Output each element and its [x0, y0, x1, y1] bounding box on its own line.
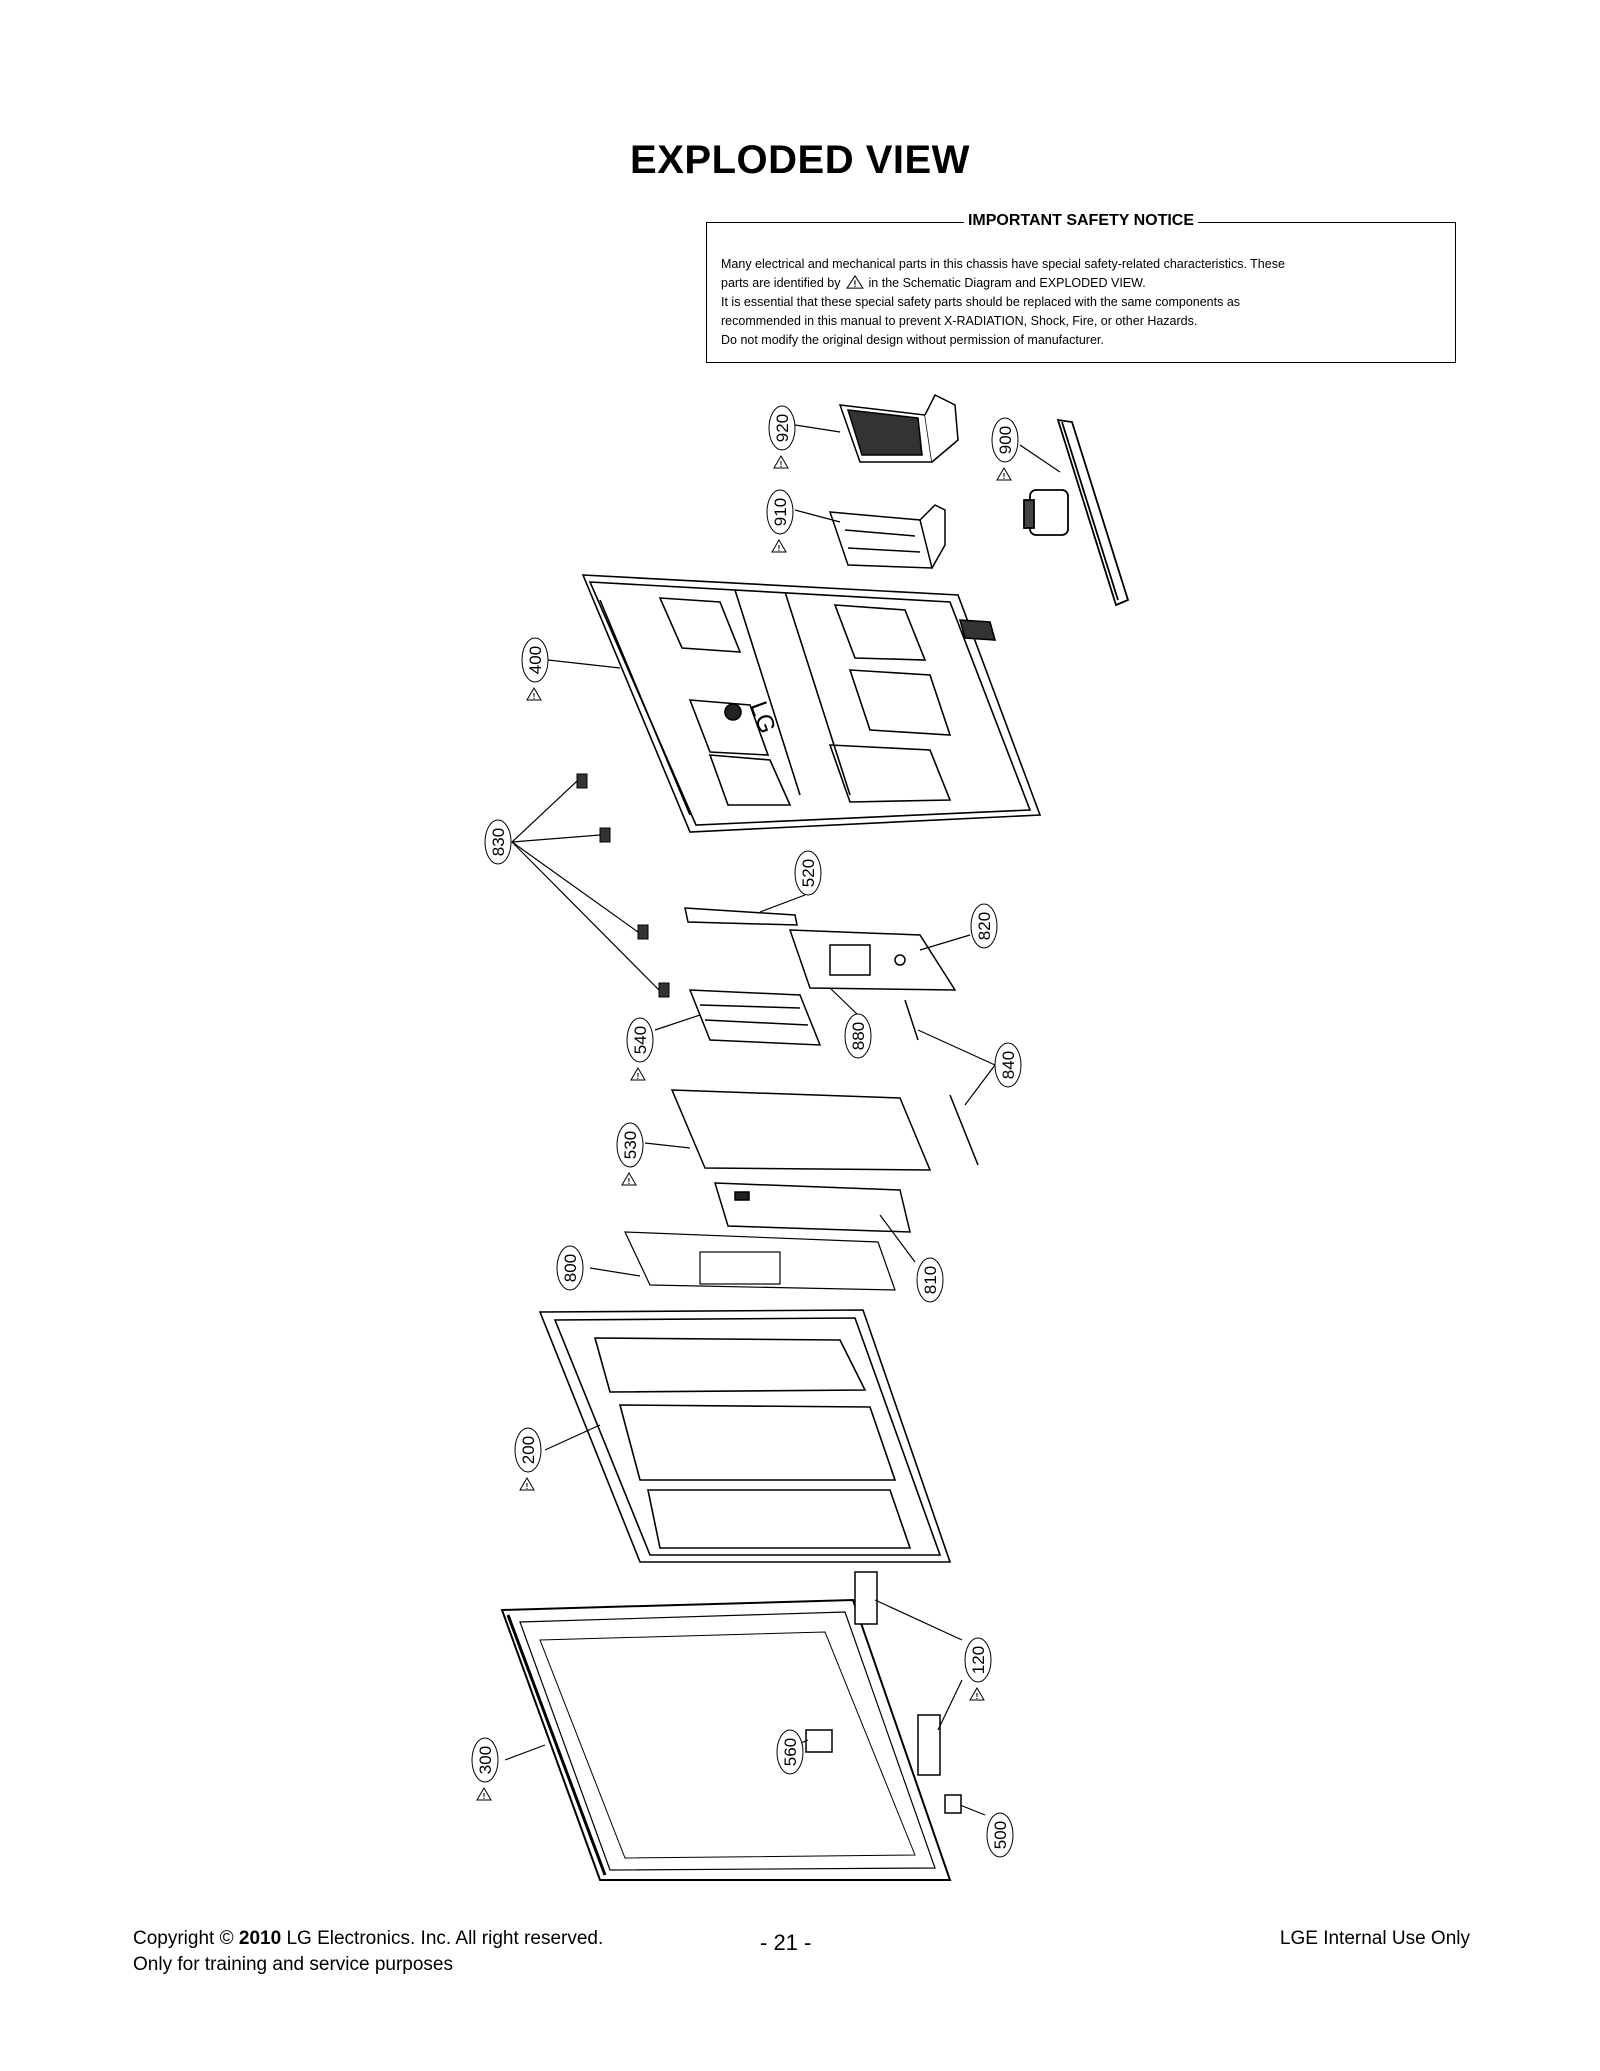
notice-line-5: Do not modify the original design withou… — [721, 333, 1104, 347]
callout-810: 810 — [916, 1257, 944, 1303]
front-panel-part — [500, 1598, 952, 1881]
callout-910: 910 — [766, 489, 794, 553]
callout-560-label: 560 — [781, 1738, 800, 1766]
stand-body-part — [828, 504, 946, 569]
footer-copyright: Copyright © 2010 LG Electronics. Inc. Al… — [133, 1928, 604, 1949]
footer-training-note: Only for training and service purposes — [133, 1954, 453, 1975]
safety-notice-box: IMPORTANT SAFETY NOTICE Many electrical … — [706, 212, 1456, 363]
callout-400-label: 400 — [526, 646, 545, 674]
footer-page-number: - 21 - — [760, 1930, 812, 1955]
callout-910-label: 910 — [771, 498, 790, 526]
sheet-800-part — [624, 1231, 896, 1291]
callout-400: 400 — [521, 637, 549, 701]
callout-830: 830 — [484, 819, 512, 865]
stand-base-part — [1023, 418, 1130, 607]
leader-lines — [504, 424, 1061, 1816]
callout-300-label: 300 — [476, 1746, 495, 1774]
callout-900-label: 900 — [996, 426, 1015, 454]
callout-200-label: 200 — [519, 1436, 538, 1464]
callout-120-label: 120 — [969, 1646, 988, 1674]
callout-920-label: 920 — [773, 414, 792, 442]
callout-530: 530 — [616, 1122, 644, 1186]
rear-frame-part — [538, 1309, 952, 1563]
side-bracket-840-parts — [904, 999, 979, 1166]
callout-520: 520 — [794, 850, 822, 896]
callout-810-label: 810 — [921, 1266, 940, 1294]
notice-line-2: parts are identified by!in the Schematic… — [721, 275, 1146, 290]
svg-text:!: ! — [853, 279, 856, 289]
footer-internal-use: LGE Internal Use Only — [1279, 1928, 1470, 1949]
small-parts-120-560-500 — [805, 1571, 962, 1814]
callout-300: 300 — [471, 1737, 499, 1801]
bracket-830-parts — [576, 773, 670, 998]
notice-line-1: Many electrical and mechanical parts in … — [721, 257, 1285, 271]
callout-530-label: 530 — [621, 1131, 640, 1159]
callout-920: 920 — [768, 405, 796, 469]
stand-cover-part — [838, 393, 959, 463]
copyright-year: 2010 — [238, 1928, 282, 1949]
callout-520-label: 520 — [799, 859, 818, 887]
pcb-bracket-part — [684, 907, 798, 926]
callout-900: 900 — [991, 417, 1019, 481]
callout-500: 500 — [986, 1812, 1014, 1858]
callout-820-label: 820 — [975, 912, 994, 940]
main-frame-part — [788, 929, 957, 991]
callout-840: 840 — [994, 1042, 1022, 1088]
callout-880: 880 — [844, 1013, 872, 1059]
callout-840-label: 840 — [999, 1051, 1018, 1079]
notice-line-4: recommended in this manual to prevent X-… — [721, 314, 1198, 328]
callout-820: 820 — [970, 903, 998, 949]
safety-notice-heading: IMPORTANT SAFETY NOTICE — [707, 212, 1455, 230]
callout-800: 800 — [556, 1245, 584, 1291]
notice-line-3: It is essential that these special safet… — [721, 295, 1241, 309]
callout-830-label: 830 — [489, 828, 508, 856]
callout-540-label: 540 — [631, 1026, 650, 1054]
callout-500-label: 500 — [991, 1821, 1010, 1849]
callout-200: 200 — [514, 1427, 542, 1491]
insulator-sheet-part — [713, 1182, 911, 1233]
warning-triangle-icon: ! — [845, 275, 864, 289]
safety-notice-body: Many electrical and mechanical parts in … — [721, 255, 1441, 350]
callout-800-label: 800 — [561, 1254, 580, 1282]
back-cover-part — [581, 574, 1042, 833]
main-board-part — [688, 989, 822, 1046]
callout-560: 560 — [776, 1729, 804, 1775]
page-title: EXPLODED VIEW — [630, 138, 970, 182]
shield-plate-part — [670, 1089, 932, 1171]
callout-880-label: 880 — [849, 1022, 868, 1050]
callout-540: 540 — [626, 1017, 654, 1081]
callout-120: 120 — [964, 1637, 992, 1701]
